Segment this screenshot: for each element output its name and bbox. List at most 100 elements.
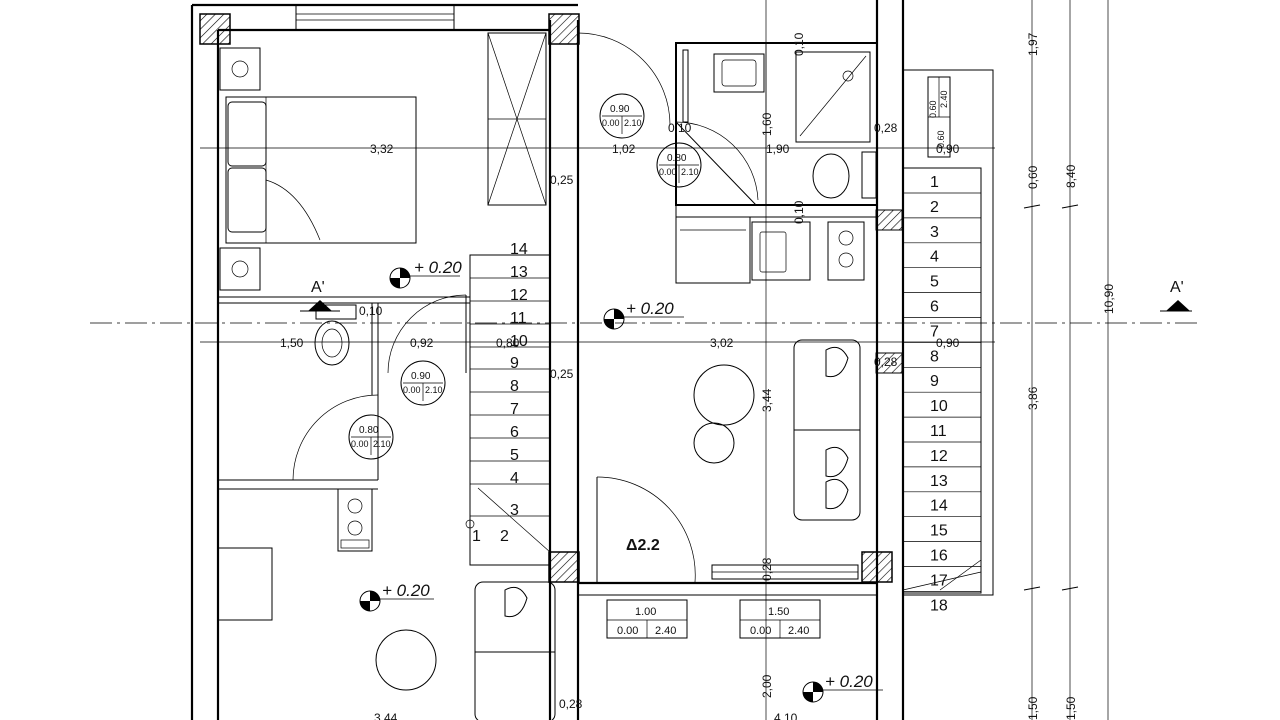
stair-step-number: 16 bbox=[930, 548, 948, 565]
dim-label: 0,10 bbox=[792, 32, 806, 56]
stair-step-number: 13 bbox=[510, 264, 528, 281]
dim-label: 0,10 bbox=[668, 121, 692, 135]
window-height: 2.40 bbox=[788, 625, 809, 637]
sink-icon bbox=[713, 53, 765, 93]
door-height: 2.10 bbox=[681, 167, 699, 177]
stair-step-number: 14 bbox=[930, 498, 948, 515]
stair-step-number: 17 bbox=[930, 572, 948, 589]
cooktop-icon bbox=[827, 221, 865, 281]
pillow bbox=[227, 101, 267, 167]
dim-label: 0,25 bbox=[550, 367, 574, 381]
stair-step-number: 7 bbox=[930, 323, 939, 340]
dim-label: 0,10 bbox=[359, 304, 383, 318]
stair-step-number: 6 bbox=[510, 424, 519, 441]
stair-step-number: 14 bbox=[510, 241, 528, 258]
dim-label: 0,28 bbox=[874, 355, 898, 369]
column bbox=[861, 551, 893, 583]
tag-value: 2.40 bbox=[939, 90, 949, 108]
dim-label: 1,60 bbox=[760, 112, 774, 136]
door-height: 2.10 bbox=[624, 118, 642, 128]
dim-label: 0,92 bbox=[410, 336, 434, 350]
door-sill: 0.00 bbox=[403, 385, 421, 395]
stair-step-number: 9 bbox=[930, 373, 939, 390]
level-marker: + 0.20 bbox=[603, 299, 684, 330]
stair-step-number: 9 bbox=[510, 355, 519, 372]
door-tag: 0.90 0.00 2.10 bbox=[400, 360, 446, 406]
dim-label: 1,50 bbox=[1064, 696, 1078, 720]
column bbox=[548, 13, 580, 45]
nightstand bbox=[219, 247, 261, 291]
cooktop-left bbox=[337, 488, 373, 552]
column bbox=[875, 352, 903, 374]
stair-step-number: 13 bbox=[930, 473, 948, 490]
stair-step-number: 1 bbox=[472, 528, 481, 545]
dim-label: 8,40 bbox=[1064, 164, 1078, 188]
dim-label: 1,50 bbox=[1026, 696, 1040, 720]
dim-label: 0,80 bbox=[496, 336, 520, 350]
room-tag: Δ2.2 bbox=[626, 537, 660, 554]
door-width: 0.80 bbox=[667, 153, 687, 164]
level-marker: + 0.20 bbox=[802, 672, 883, 703]
stair-winder bbox=[477, 487, 551, 553]
dim-label: 0,90 bbox=[936, 336, 960, 350]
shower-tray bbox=[795, 51, 871, 143]
dim-label: 3,02 bbox=[710, 336, 734, 350]
stair-step-number: 1 bbox=[930, 174, 939, 191]
nightstand bbox=[219, 47, 261, 91]
dim-label: 0,60 bbox=[1026, 165, 1040, 189]
section-label: A' bbox=[311, 279, 325, 296]
door-tag: 0.80 0.00 2.10 bbox=[348, 414, 394, 460]
dim-label: 3,32 bbox=[370, 142, 394, 156]
section-marker-left: A' bbox=[300, 279, 340, 312]
dim-label: 10,90 bbox=[1102, 284, 1116, 314]
stair-step-number: 4 bbox=[930, 249, 939, 266]
tag-value: 0.60 bbox=[936, 130, 946, 148]
bottom-window bbox=[711, 564, 859, 580]
stair-step-number: 11 bbox=[930, 423, 947, 440]
small-window-tag: 0.60 2.40 0.60 bbox=[927, 76, 951, 158]
bathroom bbox=[675, 42, 878, 206]
stair-step-number: 6 bbox=[930, 299, 939, 316]
dim-label: 2,00 bbox=[760, 674, 774, 698]
stair-step-number: 8 bbox=[510, 378, 519, 395]
stair-step-number: 5 bbox=[930, 274, 939, 291]
blanket bbox=[265, 97, 321, 243]
dim-label: 3,86 bbox=[1026, 386, 1040, 410]
level-label: + 0.20 bbox=[825, 672, 873, 691]
stair-step-number: 4 bbox=[510, 470, 519, 487]
column bbox=[875, 209, 903, 231]
dim-label: 1,02 bbox=[612, 142, 636, 156]
dim-label: 1,50 bbox=[280, 336, 304, 350]
window-tag: 1.50 0.00 2.40 bbox=[739, 599, 821, 639]
dim-label: 0,90 bbox=[936, 142, 960, 156]
door-height: 2.10 bbox=[373, 439, 391, 449]
stair-step-number: 2 bbox=[930, 199, 939, 216]
door-width: 0.90 bbox=[610, 104, 630, 115]
door-sill: 0.00 bbox=[351, 439, 369, 449]
door-height: 2.10 bbox=[425, 385, 443, 395]
column bbox=[199, 13, 231, 45]
dim-label: 3,44 bbox=[374, 711, 398, 720]
columns bbox=[199, 13, 903, 583]
window-tag: 1.00 0.00 2.40 bbox=[606, 599, 688, 639]
level-label: + 0.20 bbox=[382, 581, 430, 600]
door-tag: 0.90 0.00 2.10 bbox=[599, 93, 645, 139]
stair-step-number: 3 bbox=[930, 224, 939, 241]
sink-icon bbox=[751, 221, 811, 281]
dim-label: 0,10 bbox=[792, 200, 806, 224]
window-width: 1.50 bbox=[768, 606, 789, 618]
outer-stair-frame bbox=[902, 69, 994, 596]
stair-step-number: 8 bbox=[930, 348, 939, 365]
bedroom bbox=[218, 32, 547, 304]
kitchen-counter bbox=[675, 204, 878, 284]
tag-value: 0.60 bbox=[928, 100, 938, 118]
door-sill: 0.00 bbox=[659, 167, 677, 177]
pillow bbox=[227, 167, 267, 233]
round-table bbox=[693, 364, 755, 426]
top-window bbox=[295, 4, 455, 31]
window-height: 2.40 bbox=[655, 625, 676, 637]
window-sill: 0.00 bbox=[750, 625, 771, 637]
